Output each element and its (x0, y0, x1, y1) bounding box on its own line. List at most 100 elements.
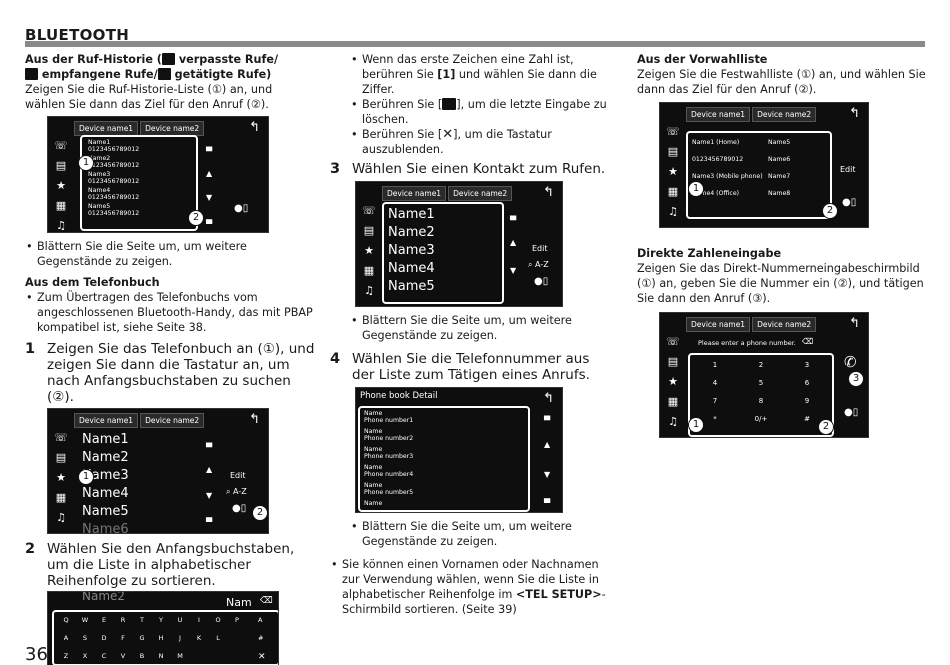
tab-device2[interactable]: Device name2 (752, 107, 817, 122)
key-r[interactable]: R (120, 616, 126, 624)
key-q[interactable]: Q (63, 616, 69, 624)
close-keyboard-icon[interactable]: ✕ (258, 652, 266, 662)
back-icon[interactable]: ↰ (543, 185, 554, 200)
voice-icon[interactable]: ♫ (364, 284, 374, 297)
phone-device-icon[interactable]: ●▯ (844, 407, 859, 418)
phonebook-icon[interactable]: ▤ (55, 451, 67, 464)
scroll-bottom-icon[interactable]: ▄ (206, 215, 213, 224)
key-l[interactable]: L (216, 634, 220, 642)
preset-item[interactable]: Name7 (768, 173, 791, 180)
az-search-button[interactable]: ⌕ A-Z (528, 260, 549, 269)
voice-icon[interactable]: ♫ (668, 205, 678, 218)
scroll-down-icon[interactable]: ▼ (206, 193, 213, 202)
scroll-up-icon[interactable]: ▲ (206, 465, 213, 474)
dial-key[interactable]: 3 (804, 361, 810, 369)
phonebook-icon[interactable]: ▤ (363, 224, 375, 237)
preset-item[interactable]: Name6 (768, 156, 791, 163)
dial-key[interactable]: 6 (804, 379, 810, 387)
key-hash-side[interactable]: # (258, 634, 264, 642)
key-k[interactable]: K (196, 634, 202, 642)
key-e[interactable]: E (101, 616, 107, 624)
preset-star-icon[interactable]: ★ (668, 375, 678, 388)
key-n[interactable]: N (158, 652, 164, 660)
key-s[interactable]: S (82, 634, 88, 642)
key-j[interactable]: J (179, 634, 181, 642)
dial-key[interactable]: 9 (804, 397, 810, 405)
phone-device-icon[interactable]: ●▯ (842, 197, 857, 208)
preset-item[interactable]: Name5 (768, 139, 791, 146)
tab-device2[interactable]: Device name2 (448, 186, 513, 201)
back-icon[interactable]: ↰ (849, 316, 860, 331)
key-h[interactable]: H (158, 634, 164, 642)
keypad-icon[interactable]: ▦ (667, 185, 679, 198)
scroll-down-icon[interactable]: ▼ (206, 491, 213, 500)
back-icon[interactable]: ↰ (543, 391, 554, 406)
call-history-icon[interactable]: ☏ (54, 431, 68, 444)
voice-icon[interactable]: ♫ (56, 219, 66, 232)
tab-device1[interactable]: Device name1 (382, 186, 447, 201)
scroll-down-icon[interactable]: ▼ (544, 470, 551, 479)
dial-key[interactable]: # (804, 415, 810, 423)
call-history-icon[interactable]: ☏ (54, 139, 68, 152)
list-item[interactable]: Name5 (388, 279, 435, 294)
key-f[interactable]: F (121, 634, 125, 642)
back-icon[interactable]: ↰ (849, 106, 860, 121)
key-a[interactable]: A (63, 634, 69, 642)
preset-item[interactable]: 0123456789012 (692, 156, 744, 163)
tab-device1[interactable]: Device name1 (74, 121, 139, 136)
scroll-up-icon[interactable]: ▲ (510, 238, 517, 247)
scroll-top-icon[interactable]: ▀ (544, 416, 551, 425)
keypad-icon[interactable]: ▦ (55, 199, 67, 212)
list-item[interactable]: Name1 (82, 432, 129, 447)
scroll-top-icon[interactable]: ▀ (206, 443, 213, 452)
key-z[interactable]: Z (63, 652, 69, 660)
key-m[interactable]: M (177, 652, 183, 660)
key-v[interactable]: V (120, 652, 126, 660)
scroll-down-icon[interactable]: ▼ (510, 266, 517, 275)
list-item[interactable]: Name3 (388, 243, 435, 258)
dial-key[interactable]: 4 (712, 379, 718, 387)
list-item[interactable]: Name1 (388, 207, 435, 222)
key-b[interactable]: B (139, 652, 145, 660)
phone-device-icon[interactable]: ●▯ (534, 276, 549, 287)
list-item[interactable]: Name4 (82, 486, 129, 501)
list-item[interactable]: Name2 (82, 450, 129, 465)
preset-star-icon[interactable]: ★ (668, 165, 678, 178)
tab-device2[interactable]: Device name2 (140, 413, 205, 428)
scroll-up-icon[interactable]: ▲ (544, 440, 551, 449)
phone-device-icon[interactable]: ●▯ (234, 203, 249, 214)
dial-key[interactable]: * (713, 415, 717, 423)
key-o[interactable]: O (215, 616, 221, 624)
scroll-top-icon[interactable]: ▀ (510, 216, 517, 225)
preset-item[interactable]: Name4 (Office) (692, 190, 740, 197)
phone-device-icon[interactable]: ●▯ (232, 503, 247, 514)
edit-button[interactable]: Edit (230, 471, 246, 480)
key-x[interactable]: X (82, 652, 88, 660)
preset-item[interactable]: Name1 (Home) (692, 139, 740, 146)
dial-key[interactable]: 0/+ (754, 415, 768, 423)
scroll-top-icon[interactable]: ▀ (206, 147, 213, 156)
call-history-icon[interactable]: ☏ (666, 125, 680, 138)
tab-device2[interactable]: Device name2 (140, 121, 205, 136)
key-t[interactable]: T (140, 616, 144, 624)
key-p[interactable]: P (235, 616, 239, 624)
dial-key[interactable]: 5 (758, 379, 764, 387)
key-u[interactable]: U (177, 616, 183, 624)
dial-key[interactable]: 7 (712, 397, 718, 405)
phonebook-icon[interactable]: ▤ (667, 355, 679, 368)
number-display[interactable]: Please enter a phone number. (698, 339, 796, 347)
call-history-icon[interactable]: ☏ (666, 335, 680, 348)
backspace-icon[interactable]: ⌫ (802, 337, 814, 346)
voice-icon[interactable]: ♫ (668, 415, 678, 428)
scroll-bottom-icon[interactable]: ▄ (544, 494, 551, 503)
back-icon[interactable]: ↰ (249, 120, 260, 135)
tab-device1[interactable]: Device name1 (686, 107, 751, 122)
tab-device1[interactable]: Device name1 (74, 413, 139, 428)
list-item[interactable]: Name4 (388, 261, 435, 276)
